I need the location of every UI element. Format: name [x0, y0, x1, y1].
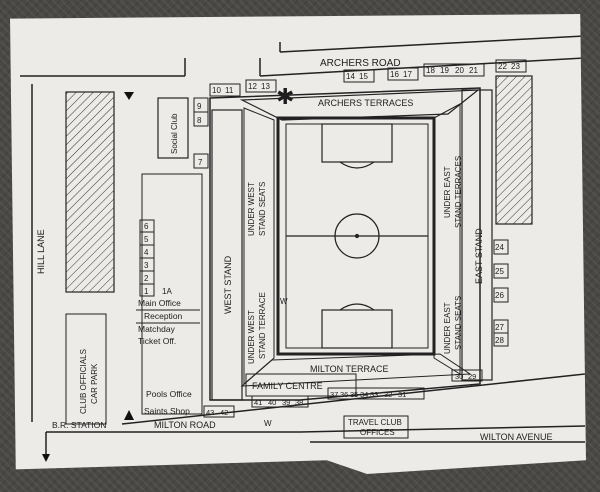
travel-club-offices [343, 415, 409, 439]
east-hatched-block [495, 75, 533, 225]
gate-8: 8 [197, 116, 202, 125]
social-club-label: Social Club [170, 113, 179, 154]
under-east-terraces-label-2: STAND TERRACES [454, 156, 463, 228]
gate-11: 11 [225, 86, 234, 95]
under-east-terraces-label: UNDER EAST [443, 166, 452, 218]
pitch [276, 116, 436, 356]
gate-30: 30 [455, 372, 463, 381]
stadium-map-ticket: ARCHERS ROAD HILL LANE CLUB OFFICIALS CA… [10, 14, 586, 474]
hill-lane-label: HILL LANE [36, 229, 46, 274]
gate-43: 43 [206, 408, 214, 417]
gate-18: 18 [426, 66, 435, 75]
stadium-map: ARCHERS ROAD HILL LANE CLUB OFFICIALS CA… [20, 35, 586, 462]
gate-39: 39 [282, 398, 290, 407]
ticket-office-label: Ticket Off. [138, 336, 176, 346]
car-park-line-1: CLUB OFFICIALS [79, 349, 88, 414]
br-station-label: B.R. STATION [52, 420, 106, 430]
gate-7: 7 [198, 158, 203, 167]
gate-34: 34 [360, 390, 368, 399]
gate-28: 28 [495, 336, 504, 345]
under-west-stand-terrace-label: UNDER WEST [247, 310, 256, 364]
entry-arrow-down-icon [124, 92, 134, 100]
gate-9: 9 [197, 102, 202, 111]
gate-5: 5 [144, 235, 149, 244]
gate-17: 17 [403, 70, 412, 79]
club-offices-block [141, 173, 203, 415]
w-marker-1: W [280, 297, 288, 306]
gate-1a: 1A [162, 287, 172, 296]
under-east-seats-label-2: STAND SEATS [454, 296, 463, 350]
milton-terrace-label: MILTON TERRACE [310, 364, 389, 374]
archers-road [20, 35, 586, 77]
east-stand [461, 89, 493, 381]
gate-15: 15 [359, 72, 368, 81]
hill-lane-hatched-block [65, 91, 115, 293]
gate-2: 2 [144, 274, 149, 283]
gate-40: 40 [268, 398, 276, 407]
social-club-building [157, 97, 189, 159]
gate-31: 31 [398, 390, 406, 399]
milton-road-label: MILTON ROAD [154, 420, 216, 430]
wilton-avenue-label: WILTON AVENUE [480, 432, 553, 442]
gate-26: 26 [495, 291, 504, 300]
saints-shop-label: Saints Shop [144, 406, 190, 416]
gate-22: 22 [498, 62, 507, 71]
w-marker-2: W [264, 419, 272, 428]
main-office-label: Main Office [138, 298, 181, 308]
gate-21: 21 [469, 66, 478, 75]
gate-16: 16 [390, 70, 399, 79]
gate-14: 14 [346, 72, 355, 81]
west-stand-label: WEST STAND [223, 255, 233, 314]
east-stand-label: EAST STAND [474, 228, 484, 284]
car-park-area [65, 313, 107, 425]
west-stand [211, 109, 243, 401]
gate-25: 25 [495, 267, 504, 276]
gate-13: 13 [261, 82, 270, 91]
archers-terraces-label: ARCHERS TERRACES [318, 98, 413, 108]
gate-24: 24 [495, 243, 504, 252]
left-gate-stack: 6 5 4 3 2 1 1A [139, 219, 172, 297]
br-station-arrow-icon [42, 454, 50, 462]
stadium-outline [209, 87, 481, 401]
gate-10: 10 [212, 86, 221, 95]
gate-12: 12 [248, 82, 257, 91]
offices-label: OFFICES [360, 428, 395, 437]
gate-36: 36 [340, 390, 348, 399]
entry-arrow-up-icon [124, 410, 134, 420]
under-west-stand-seats-label-2: STAND SEATS [258, 182, 267, 236]
gate-3: 3 [144, 261, 149, 270]
gate-19: 19 [440, 66, 449, 75]
gate-37: 37 [330, 390, 338, 399]
under-east-stand [433, 103, 461, 375]
milton-terrace [240, 353, 472, 387]
gate-35: 35 [350, 390, 358, 399]
under-east-seats-label: UNDER EAST [443, 302, 452, 354]
travel-club-label: TRAVEL CLUB [348, 418, 402, 427]
family-centre-label: FAMILY CENTRE [252, 381, 323, 391]
archers-road-label: ARCHERS ROAD [320, 58, 401, 69]
gate-32: 32 [384, 390, 392, 399]
gate-6: 6 [144, 222, 149, 231]
gate-38: 38 [295, 398, 303, 407]
under-west-stand-terrace-label-2: STAND TERRACE [258, 292, 267, 359]
gate-33: 33 [370, 390, 378, 399]
gate-29: 29 [468, 372, 476, 381]
gate-1: 1 [144, 287, 149, 296]
club-officials-car-park-label: CLUB OFFICIALS [79, 349, 88, 414]
gate-20: 20 [455, 66, 464, 75]
matchday-label: Matchday [138, 324, 176, 334]
under-west-stand [243, 107, 275, 386]
floodlight-star-icon: ✱ [276, 84, 294, 109]
gate-27: 27 [495, 323, 504, 332]
gate-41: 41 [254, 398, 262, 407]
gate-4: 4 [144, 248, 149, 257]
archers-terraces [239, 89, 480, 121]
under-west-stand-seats-label: UNDER WEST [247, 182, 256, 236]
reception-label: Reception [144, 311, 183, 321]
pools-office-label: Pools Office [146, 389, 192, 399]
gate-23: 23 [511, 62, 520, 71]
car-park-line-2-label: CAR PARK [90, 363, 99, 404]
